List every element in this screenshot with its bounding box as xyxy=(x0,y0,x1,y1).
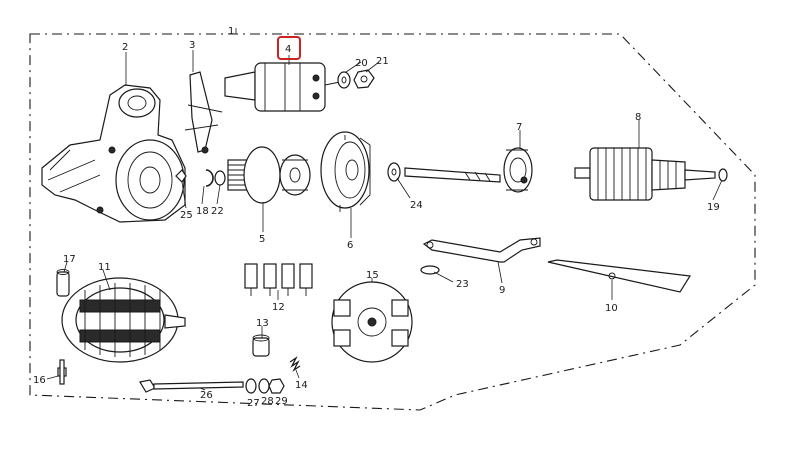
callout-11: 11 xyxy=(98,262,111,273)
leader-lines xyxy=(46,28,723,391)
washer-28 xyxy=(258,378,270,394)
callout-26: 26 xyxy=(200,390,213,401)
bolt-16 xyxy=(57,359,67,385)
washer-27 xyxy=(245,378,257,394)
callout-15: 15 xyxy=(366,270,379,281)
callout-25: 25 xyxy=(180,210,193,221)
callout-5: 5 xyxy=(259,234,265,245)
solenoid-switch xyxy=(224,62,341,112)
callout-8: 8 xyxy=(635,112,641,123)
callout-24: 24 xyxy=(410,200,423,211)
callout-19: 19 xyxy=(707,202,720,213)
callout-17: 17 xyxy=(63,254,76,265)
callout-6: 6 xyxy=(347,240,353,251)
washer-20 xyxy=(337,71,351,89)
callout-3: 3 xyxy=(189,40,195,51)
callout-10: 10 xyxy=(605,303,618,314)
callout-20: 20 xyxy=(355,58,368,69)
drive-end-housing xyxy=(41,84,186,223)
screw-25 xyxy=(175,169,187,183)
gasket-strip xyxy=(547,259,692,293)
callout-7: 7 xyxy=(516,122,522,133)
nut-29 xyxy=(268,378,285,394)
callout-labels: 1 2 3 4 20 21 7 8 5 6 18 22 24 19 25 17 … xyxy=(33,26,720,409)
brush-holder-plate xyxy=(331,281,413,363)
bearing-plate xyxy=(320,131,371,212)
callout-23: 23 xyxy=(456,279,469,290)
drive-pinion xyxy=(227,146,311,204)
callout-4: 4 xyxy=(285,44,291,55)
spring-14 xyxy=(289,356,301,372)
field-frame xyxy=(61,277,186,363)
washer-24 xyxy=(387,162,401,182)
brush-set xyxy=(244,263,313,296)
bushing-17 xyxy=(56,269,70,297)
support-bracket xyxy=(422,237,541,263)
callout-27: 27 xyxy=(247,398,260,409)
through-bolt-26 xyxy=(139,379,244,393)
callout-14: 14 xyxy=(295,380,308,391)
callout-22: 22 xyxy=(211,206,224,217)
callout-1: 1 xyxy=(228,26,234,37)
highlight-box xyxy=(277,36,301,60)
armature xyxy=(574,147,716,201)
callout-28: 28 xyxy=(261,396,274,407)
callout-12: 12 xyxy=(272,302,285,313)
callout-9: 9 xyxy=(499,285,505,296)
assembly-boundary xyxy=(29,33,756,411)
shift-lever xyxy=(184,71,223,154)
bushing-13 xyxy=(252,334,270,357)
callout-21: 21 xyxy=(376,56,389,67)
callout-13: 13 xyxy=(256,318,269,329)
retaining-ring-18 xyxy=(205,169,214,187)
nut-21 xyxy=(353,69,375,89)
callout-29: 29 xyxy=(275,396,288,407)
washer-22 xyxy=(214,170,226,186)
washer-19 xyxy=(718,168,728,182)
callout-16: 16 xyxy=(33,375,46,386)
callout-2: 2 xyxy=(122,42,128,53)
pinion-shaft xyxy=(404,147,533,193)
callout-18: 18 xyxy=(196,206,209,217)
